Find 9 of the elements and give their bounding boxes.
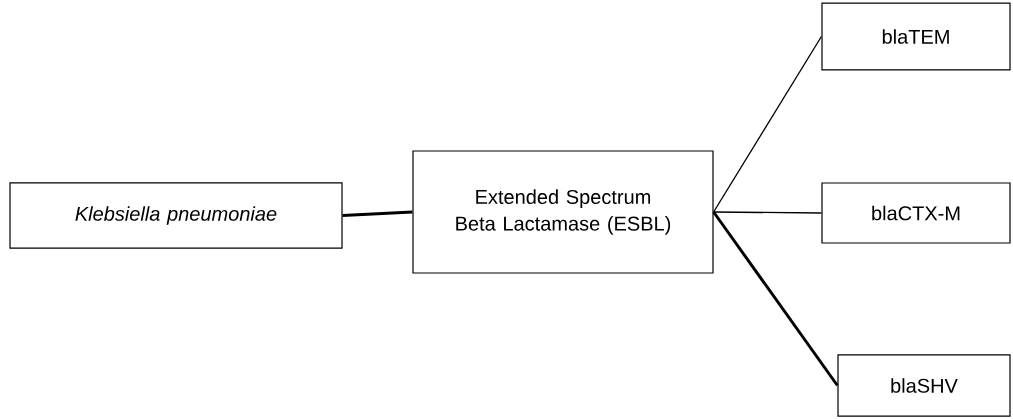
process-box: blaTEM	[821, 2, 1011, 71]
connector-line	[712, 35, 823, 213]
connector-line	[712, 211, 839, 387]
process-box: blaSHV	[837, 354, 1011, 417]
process-box: Klebsiella pneumoniae	[9, 182, 343, 249]
process-box: blaCTX-M	[821, 182, 1011, 244]
process-box: Extended Spectrum Beta Lactamase (ESBL)	[412, 150, 714, 274]
connector-line	[342, 210, 413, 217]
connector-line	[712, 211, 823, 214]
